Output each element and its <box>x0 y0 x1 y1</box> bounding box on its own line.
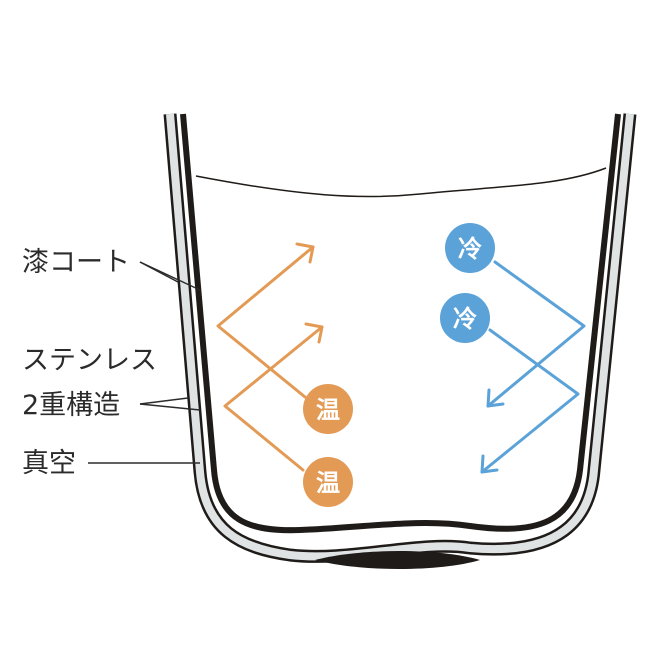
label-stainless-line2: 2重構造 <box>22 390 120 421</box>
cold-arrow-1-head <box>486 388 505 408</box>
liquid-surface <box>195 167 607 198</box>
warm-badge-1-label: 温 <box>316 396 340 424</box>
tumbler-wall <box>163 113 637 569</box>
cold-badge-1: 冷 <box>445 223 495 273</box>
cup-base <box>315 551 480 569</box>
leader-stainless-b <box>139 403 201 411</box>
warm-badge-1: 温 <box>303 384 353 434</box>
cold-arrows <box>480 260 586 474</box>
label-stainless-line1: ステンレス <box>22 345 157 376</box>
label-lacquer-coat: 漆コート <box>22 247 130 278</box>
warm-arrow-1-path <box>216 245 315 399</box>
warm-badge-1-circle <box>303 384 353 434</box>
cold-badge-1-circle <box>445 223 495 273</box>
cold-badge-1-label: 冷 <box>458 235 482 263</box>
warm-badge-2-label: 温 <box>316 469 340 497</box>
cold-badge-2: 冷 <box>440 293 490 343</box>
warm-arrow-1-head <box>295 242 315 264</box>
warm-arrow-2-head <box>304 322 324 344</box>
leader-lines <box>88 261 201 464</box>
warm-badge-2-circle <box>303 457 353 507</box>
leader-stainless-a <box>139 397 189 405</box>
cold-arrow-2-head <box>480 454 499 474</box>
warm-arrows <box>216 242 324 472</box>
cold-arrow-2-path <box>480 328 580 474</box>
warm-arrow-2-path <box>223 325 324 472</box>
cold-badge-2-label: 冷 <box>453 305 477 333</box>
vacuum-layer <box>166 113 634 561</box>
warm-badge-2: 温 <box>303 457 353 507</box>
leader-lacquer-b <box>139 261 201 291</box>
label-vacuum: 真空 <box>22 448 76 479</box>
cold-arrow-1-path <box>486 260 586 408</box>
inner-wall <box>180 113 621 534</box>
cold-badge-2-circle <box>440 293 490 343</box>
